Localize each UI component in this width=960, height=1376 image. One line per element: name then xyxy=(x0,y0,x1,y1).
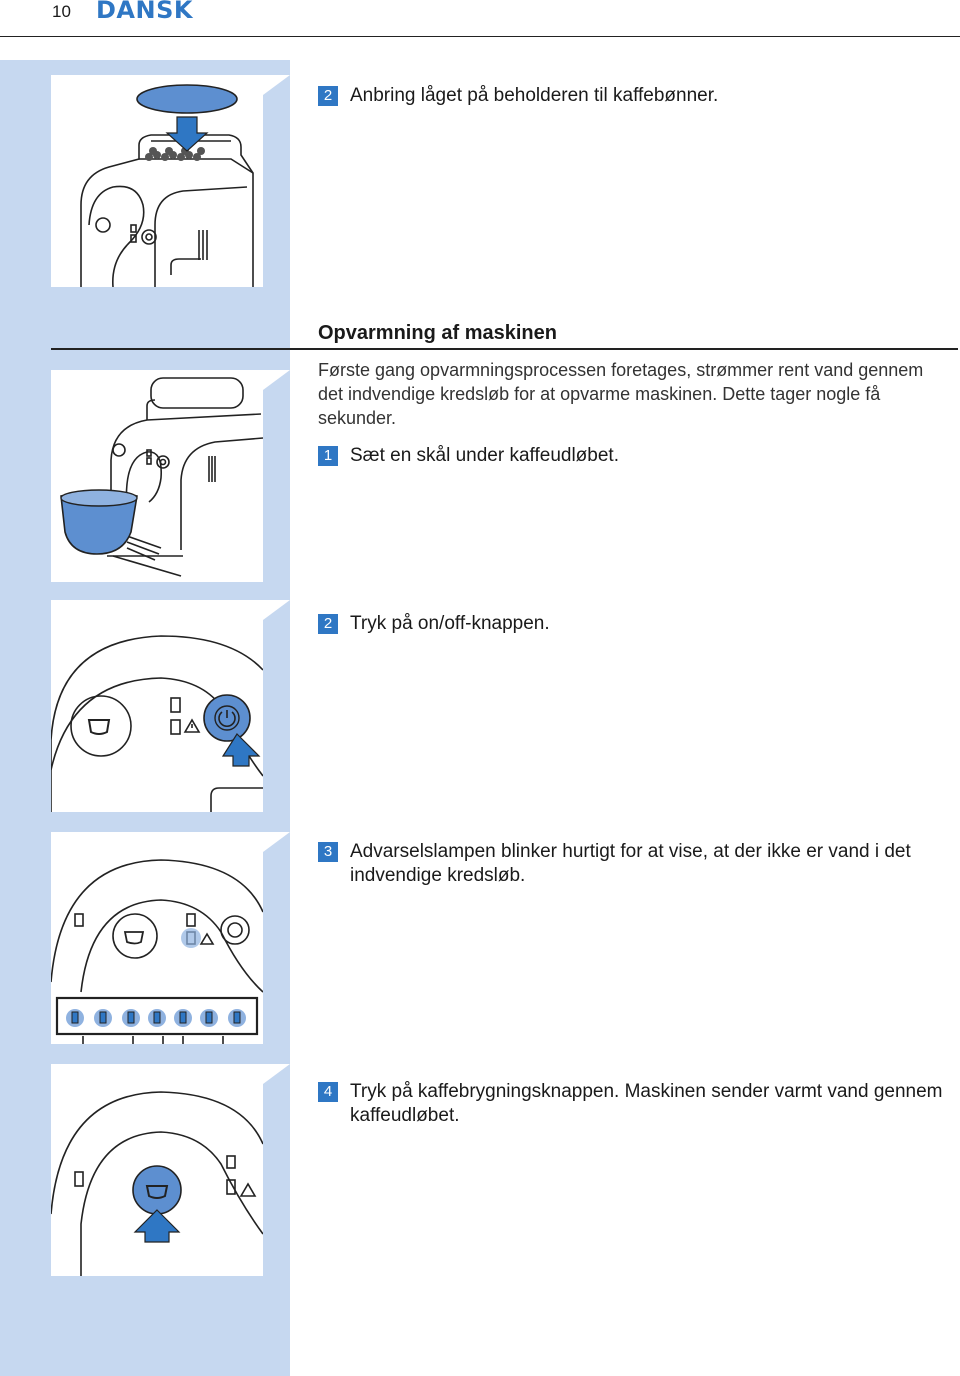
step-text: Sæt en skål under kaffeudløbet. xyxy=(350,445,619,466)
step-text: Tryk på kaffebrygningsknappen. Maskinen … xyxy=(350,1081,943,1126)
step-warning: 3 Advarselslampen blinker hurtigt for at… xyxy=(318,840,948,888)
step-number: 1 xyxy=(318,446,338,466)
illustration-notch xyxy=(263,1064,290,1084)
page-header: 10 DANSK xyxy=(0,0,960,37)
step-power: 2 Tryk på on/off-knappen. xyxy=(318,612,948,636)
step-number: 3 xyxy=(318,842,338,862)
step-lid: 2 Anbring låget på beholderen til kaffeb… xyxy=(318,84,948,108)
section-heading: Opvarmning af maskinen xyxy=(318,322,557,344)
step-number: 2 xyxy=(318,614,338,634)
illustration-notch xyxy=(263,370,290,390)
section-intro: Første gang opvarmningsprocessen foretag… xyxy=(318,360,924,428)
step-number: 2 xyxy=(318,86,338,106)
power-button-illustration xyxy=(51,600,263,812)
heading-rule xyxy=(51,348,958,350)
step-bowl: 1 Sæt en skål under kaffeudløbet. xyxy=(318,444,948,468)
bowl-under-spout-illustration xyxy=(51,370,263,582)
illustration-notch xyxy=(263,600,290,620)
brew-button-illustration xyxy=(51,1064,263,1276)
step-brew: 4 Tryk på kaffebrygningsknappen. Maskine… xyxy=(318,1080,948,1128)
step-text: Advarselslampen blinker hurtigt for at v… xyxy=(350,841,911,886)
step-text: Anbring låget på beholderen til kaffebøn… xyxy=(350,85,719,106)
step-number: 4 xyxy=(318,1082,338,1102)
illustration-notch xyxy=(263,75,290,95)
lid-placement-illustration xyxy=(51,75,263,287)
step-text: Tryk på on/off-knappen. xyxy=(350,613,550,634)
language-label: DANSK xyxy=(96,0,193,24)
page-number: 10 xyxy=(52,2,71,21)
illustration-notch xyxy=(263,832,290,852)
warning-light-illustration xyxy=(51,832,263,1044)
